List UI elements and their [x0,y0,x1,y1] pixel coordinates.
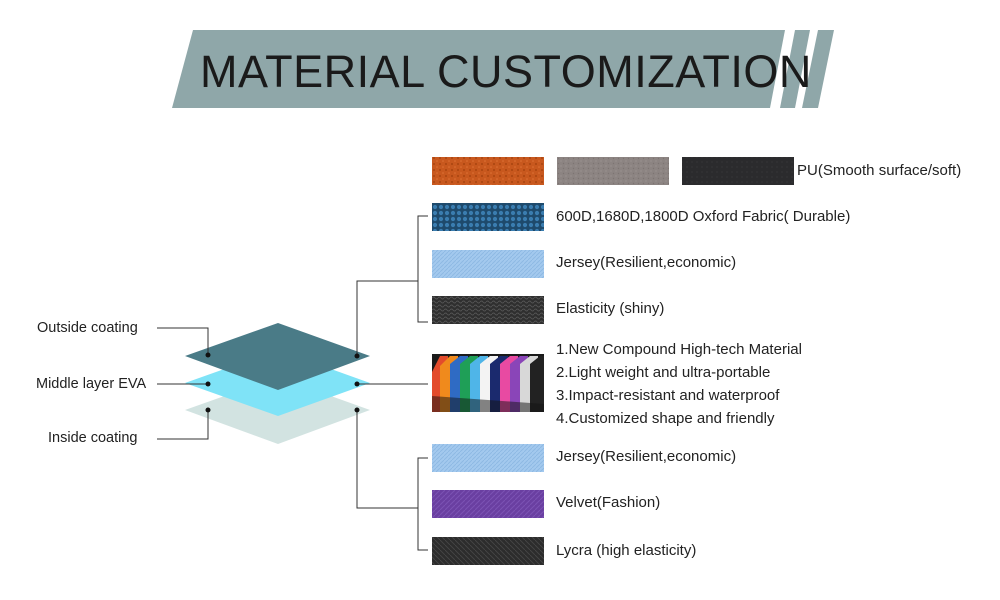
pu-orange-swatch [432,157,544,185]
inside-callout-line [157,410,209,440]
velvet-swatch [432,490,544,518]
outer-connector-dot [354,353,360,359]
banner-main-shape [172,30,785,108]
inner-connector [356,410,418,509]
elasticity-swatch [432,296,544,324]
jersey-inner-swatch [432,444,544,472]
banner-stripe-1 [780,30,810,108]
eva-feature-4: 4.Customized shape and friendly [556,410,775,427]
inner-bracket [417,457,428,551]
eva-feature-1: 1.New Compound High-tech Material [556,341,802,358]
eva-connector-dot [354,381,360,387]
middle-layer-eva-label: Middle layer EVA [36,376,147,392]
jersey-outer-label: Jersey(Resilient,economic) [556,254,737,271]
pu-label: PU(Smooth surface/soft) [797,162,962,179]
elasticity-label: Elasticity (shiny) [556,300,665,317]
title-banner [172,30,834,108]
jersey-outer-swatch [432,250,544,278]
inside-coating-label: Inside coating [48,430,138,446]
oxford-label: 600D,1680D,1800D Oxford Fabric( Durable) [556,208,851,225]
inside-callout-dot [205,407,211,413]
velvet-label: Velvet(Fashion) [556,494,661,511]
pu-black-swatch [682,157,794,185]
oxford-swatch [432,203,544,231]
page-title: MATERIAL CUSTOMIZATION [200,46,812,97]
eva-color-swatch [432,354,544,412]
lycra-label: Lycra (high elasticity) [556,542,697,559]
outer-bracket [417,215,428,323]
eva-feature-list: 1.New Compound High-tech Material 2.Ligh… [556,340,802,432]
outer-connector [356,280,418,356]
jersey-inner-label: Jersey(Resilient,economic) [556,448,737,465]
pu-gray-swatch [557,157,669,185]
lycra-swatch [432,537,544,565]
eva-feature-3: 3.Impact-resistant and waterproof [556,387,780,404]
middle-callout-dot [205,381,211,387]
outside-coating-layer [185,323,370,390]
banner-stripe-2 [802,30,834,108]
eva-feature-2: 2.Light weight and ultra-portable [556,364,771,381]
outside-callout-line [157,327,209,355]
outside-coating-label: Outside coating [37,320,138,336]
outside-callout-dot [205,352,211,358]
inner-connector-dot [354,407,360,413]
